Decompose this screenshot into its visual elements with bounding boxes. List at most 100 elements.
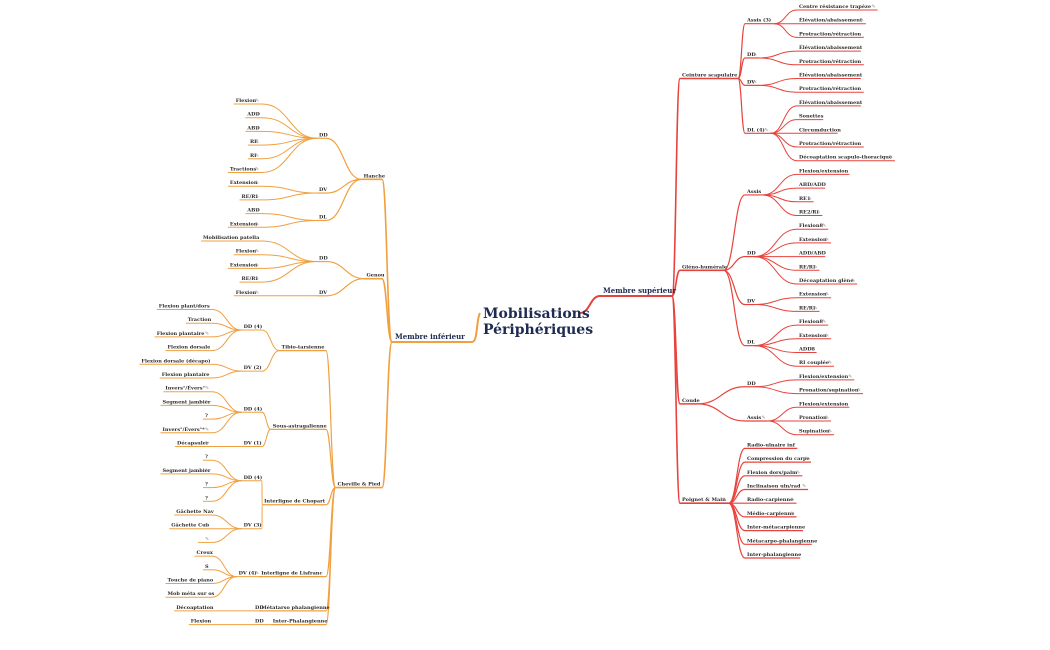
branch-membre-superieur[interactable]: Membre supérieur (603, 286, 676, 295)
node-flexion-extension[interactable]: Flexion/extension (799, 401, 849, 407)
node-flexion-plant-dors[interactable]: Flexion plant/dors (159, 304, 210, 310)
node-re2-ri-note-icon[interactable]: ✎ (816, 210, 820, 216)
node-elevation-abaissement[interactable]: Élévation/abaissement (799, 16, 863, 24)
node-dv[interactable]: DV (747, 299, 755, 305)
node-coude[interactable]: Coude (682, 398, 700, 404)
node-flexion[interactable]: Flexion (191, 619, 212, 625)
node-flexion8[interactable]: Flexion8 (799, 223, 823, 229)
node-hanche[interactable]: Hanche (364, 173, 385, 179)
node-decoaptation-scapulo-thoracique[interactable]: Décoaptation scapulo-thoracique (799, 154, 892, 161)
node-decoaptation-glene-note-icon[interactable]: ✎ (851, 278, 855, 284)
node-flexion-plantaire-note-icon[interactable]: ✎ (205, 331, 209, 337)
node-segment-jambier[interactable]: Segment jambier (163, 468, 211, 474)
node-re-ri[interactable]: RE/RI (242, 276, 259, 282)
node-flexion-plantaire[interactable]: Flexion plantaire (162, 372, 210, 378)
node-sonettes[interactable]: Sonettes (799, 114, 824, 120)
node-protraction-retraction[interactable]: Protraction/rétraction (799, 30, 862, 37)
node-radio-ulnaire-inf[interactable]: Radio-ulnaire inf (747, 442, 796, 448)
node-extension-note-icon[interactable]: ✎ (255, 262, 259, 268)
node-abd[interactable]: ABD (246, 125, 260, 131)
node-dd-4[interactable]: DD (4) (244, 405, 263, 412)
node-re1[interactable]: RE1 (799, 196, 810, 202)
node-decoaptation[interactable]: Décoaptation (176, 604, 214, 611)
node-ri-couplee[interactable]: RI couplée (799, 359, 829, 366)
node-decapsuler-note-icon[interactable]: ✎ (205, 441, 209, 447)
node-re-note-icon[interactable]: ✎ (255, 139, 259, 145)
node-abd-add-note-icon[interactable]: ✎ (819, 182, 823, 188)
node-flexion-note-icon[interactable]: ✎ (255, 98, 259, 104)
node-poignet-main[interactable]: Poignet & Main (682, 497, 726, 503)
node-re-ri-note-icon[interactable]: ✎ (814, 305, 818, 311)
node-invers-evers-note-icon[interactable]: ✎ (205, 427, 209, 433)
node-flexion[interactable]: Flexion (236, 249, 257, 255)
node-dv-note-icon[interactable]: ✎ (753, 79, 757, 85)
node-re-ri-note-icon[interactable]: ✎ (255, 276, 259, 282)
node-inter-metacarpienne[interactable]: Inter-métacarpienne (747, 524, 805, 531)
node-flexion8[interactable]: Flexion8 (799, 319, 823, 325)
node-dl[interactable]: DL (747, 340, 755, 346)
node-inter-phalangienne[interactable]: Inter-phalangienne (747, 552, 801, 558)
map-title-line-1[interactable]: Mobilisations (483, 306, 590, 322)
node-medio-carpienne[interactable]: Médio-carpienne (747, 510, 794, 517)
node-dd[interactable]: DD (255, 619, 264, 625)
node-elevation-abaissement[interactable]: Élévation/abaissement (799, 98, 863, 106)
node-flexion-dorsale-decapo[interactable]: Flexion dorsale (décapo) (141, 357, 210, 364)
node-extension[interactable]: Extension (230, 262, 258, 268)
node-extension-note-icon[interactable]: ✎ (255, 221, 259, 227)
node-decapsuler[interactable]: Décapsuler (177, 440, 209, 447)
node-poignet-main-note-icon[interactable]: ✎ (723, 497, 727, 503)
node-ri-couplee-note-icon[interactable]: ✎ (828, 360, 832, 366)
node-add-abd-note-icon[interactable]: ✎ (819, 251, 823, 257)
node-extension[interactable]: Extension (230, 221, 258, 227)
node-genou[interactable]: Genou (367, 273, 385, 279)
node-inclinaison-uln-rad[interactable]: Inclinaison uln/rad (747, 484, 801, 490)
node-re[interactable]: RE (250, 139, 258, 145)
node-dv[interactable]: DV (319, 187, 327, 193)
node-tractions-note-icon[interactable]: ✎ (255, 167, 259, 173)
node-extension-note-icon[interactable]: ✎ (825, 292, 829, 298)
node-re-ri-note-icon[interactable]: ✎ (814, 264, 818, 270)
node-dd-4[interactable]: DD (4) (244, 323, 263, 330)
node-decoaptation-scapulo-thoracique-note-icon[interactable]: ✎ (889, 155, 893, 161)
node-compression-du-carpe-note-icon[interactable]: ✎ (805, 456, 809, 462)
node-decoaptation-glene[interactable]: Décoaptation glène (799, 277, 854, 284)
node-dv-4-note-icon[interactable]: ✎ (255, 571, 259, 577)
node-flexion-dorsale[interactable]: Flexion dorsale (168, 345, 211, 351)
node-circumduction[interactable]: Circumduction (799, 127, 841, 133)
node-flexion-note-icon[interactable]: ✎ (255, 249, 259, 255)
node-abd-note-icon[interactable]: ✎ (255, 208, 259, 214)
map-title-line-2[interactable]: Périphériques (483, 322, 593, 338)
node-re2-ri[interactable]: RE2/RI (799, 210, 819, 216)
node-empty[interactable]: ? (205, 413, 208, 419)
node-sous-astragalienne[interactable]: Sous-astragalienne (273, 423, 327, 429)
node-dl-4-note-icon[interactable]: ✎ (764, 127, 768, 133)
node-protraction-retraction[interactable]: Protraction/rétraction (799, 85, 862, 92)
node-flexion[interactable]: Flexion (236, 98, 257, 104)
node-radio-carpienne[interactable]: Radio-carpienne (747, 497, 793, 503)
node-ri[interactable]: RI (250, 153, 257, 159)
node-assis[interactable]: Assis (746, 415, 761, 421)
node-ceinture-scapulaire[interactable]: Ceinture scapulaire (682, 73, 737, 79)
node-re-ri[interactable]: RE/RI (242, 194, 259, 200)
node-add-abd[interactable]: ADD/ABD (798, 251, 826, 257)
node-empty[interactable]: ? (205, 454, 208, 460)
node-re-ri[interactable]: RE/RI (799, 264, 816, 270)
node-empty-note-icon[interactable]: ✎ (205, 536, 209, 542)
node-elevation-abaissement[interactable]: Élévation/abaissement (799, 43, 863, 51)
node-compression-du-carpe[interactable]: Compression du carpe (747, 456, 810, 462)
node-flexion8-note-icon[interactable]: ✎ (822, 319, 826, 325)
node-tractions[interactable]: Tractions (230, 167, 256, 173)
node-re-ri[interactable]: RE/RI (799, 305, 816, 311)
node-elevation-abaissement-note-icon[interactable]: ✎ (860, 18, 864, 24)
node-flexion-extension-note-icon[interactable]: ✎ (848, 374, 852, 380)
node-flexion[interactable]: Flexion (236, 290, 257, 296)
node-segment-jambier-note-icon[interactable]: ✎ (205, 399, 209, 405)
node-radio-carpienne-note-icon[interactable]: ✎ (791, 497, 795, 503)
node-re1-note-icon[interactable]: ✎ (808, 196, 812, 202)
node-dv[interactable]: DV (747, 79, 755, 85)
node-add-note-icon[interactable]: ✎ (255, 112, 259, 118)
node-supination[interactable]: Supination (799, 429, 830, 435)
node-dd[interactable]: DD (319, 132, 328, 138)
node-dd[interactable]: DD (319, 256, 328, 262)
node-protraction-retraction[interactable]: Protraction/rétraction (799, 58, 862, 65)
